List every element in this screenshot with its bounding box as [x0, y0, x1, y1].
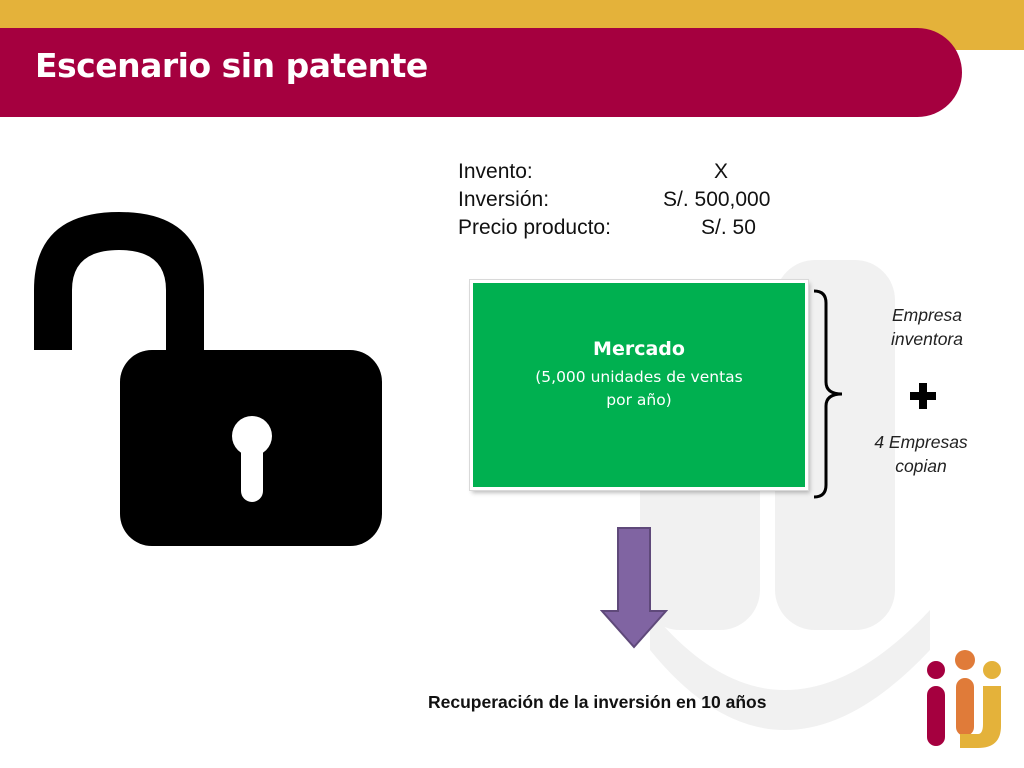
- label-line: copian: [895, 456, 947, 476]
- info-value: S/. 50: [701, 216, 756, 239]
- brand-logo-icon: [927, 650, 1001, 748]
- investment-info: Invento: X Inversión: S/. 500,000 Precio…: [458, 160, 798, 244]
- label-line: inventora: [891, 329, 963, 349]
- market-box: Mercado (5,000 unidades de ventas por añ…: [470, 280, 808, 490]
- unlocked-padlock-icon: [34, 212, 382, 546]
- info-label: Precio producto:: [458, 216, 611, 239]
- copier-companies-label: 4 Empresas copian: [846, 430, 996, 478]
- info-row-inversion: Inversión: S/. 500,000: [458, 188, 798, 216]
- header-title-band: [0, 28, 962, 117]
- info-label: Inversión:: [458, 188, 550, 211]
- right-brace-icon: [813, 289, 843, 499]
- info-row-invento: Invento: X: [458, 160, 798, 188]
- inventor-company-label: Empresa inventora: [852, 303, 1002, 351]
- result-text: Recuperación de la inversión en 10 años: [428, 692, 767, 712]
- label-line: Empresa: [891, 305, 963, 325]
- plus-icon: [910, 383, 936, 409]
- info-value: S/. 500,000: [663, 188, 771, 211]
- market-subtitle-line: (5,000 unidades de ventas: [535, 368, 743, 386]
- market-subtitle: (5,000 unidades de ventas por año): [473, 366, 805, 412]
- info-value: X: [714, 160, 729, 183]
- market-subtitle-line: por año): [606, 391, 672, 409]
- info-label: Invento:: [458, 160, 533, 183]
- market-title: Mercado: [593, 338, 685, 360]
- slide-title: Escenario sin patente: [35, 46, 428, 85]
- label-line: 4 Empresas: [874, 432, 968, 452]
- info-row-precio: Precio producto: S/. 50: [458, 216, 798, 244]
- down-arrow-icon: [600, 527, 668, 649]
